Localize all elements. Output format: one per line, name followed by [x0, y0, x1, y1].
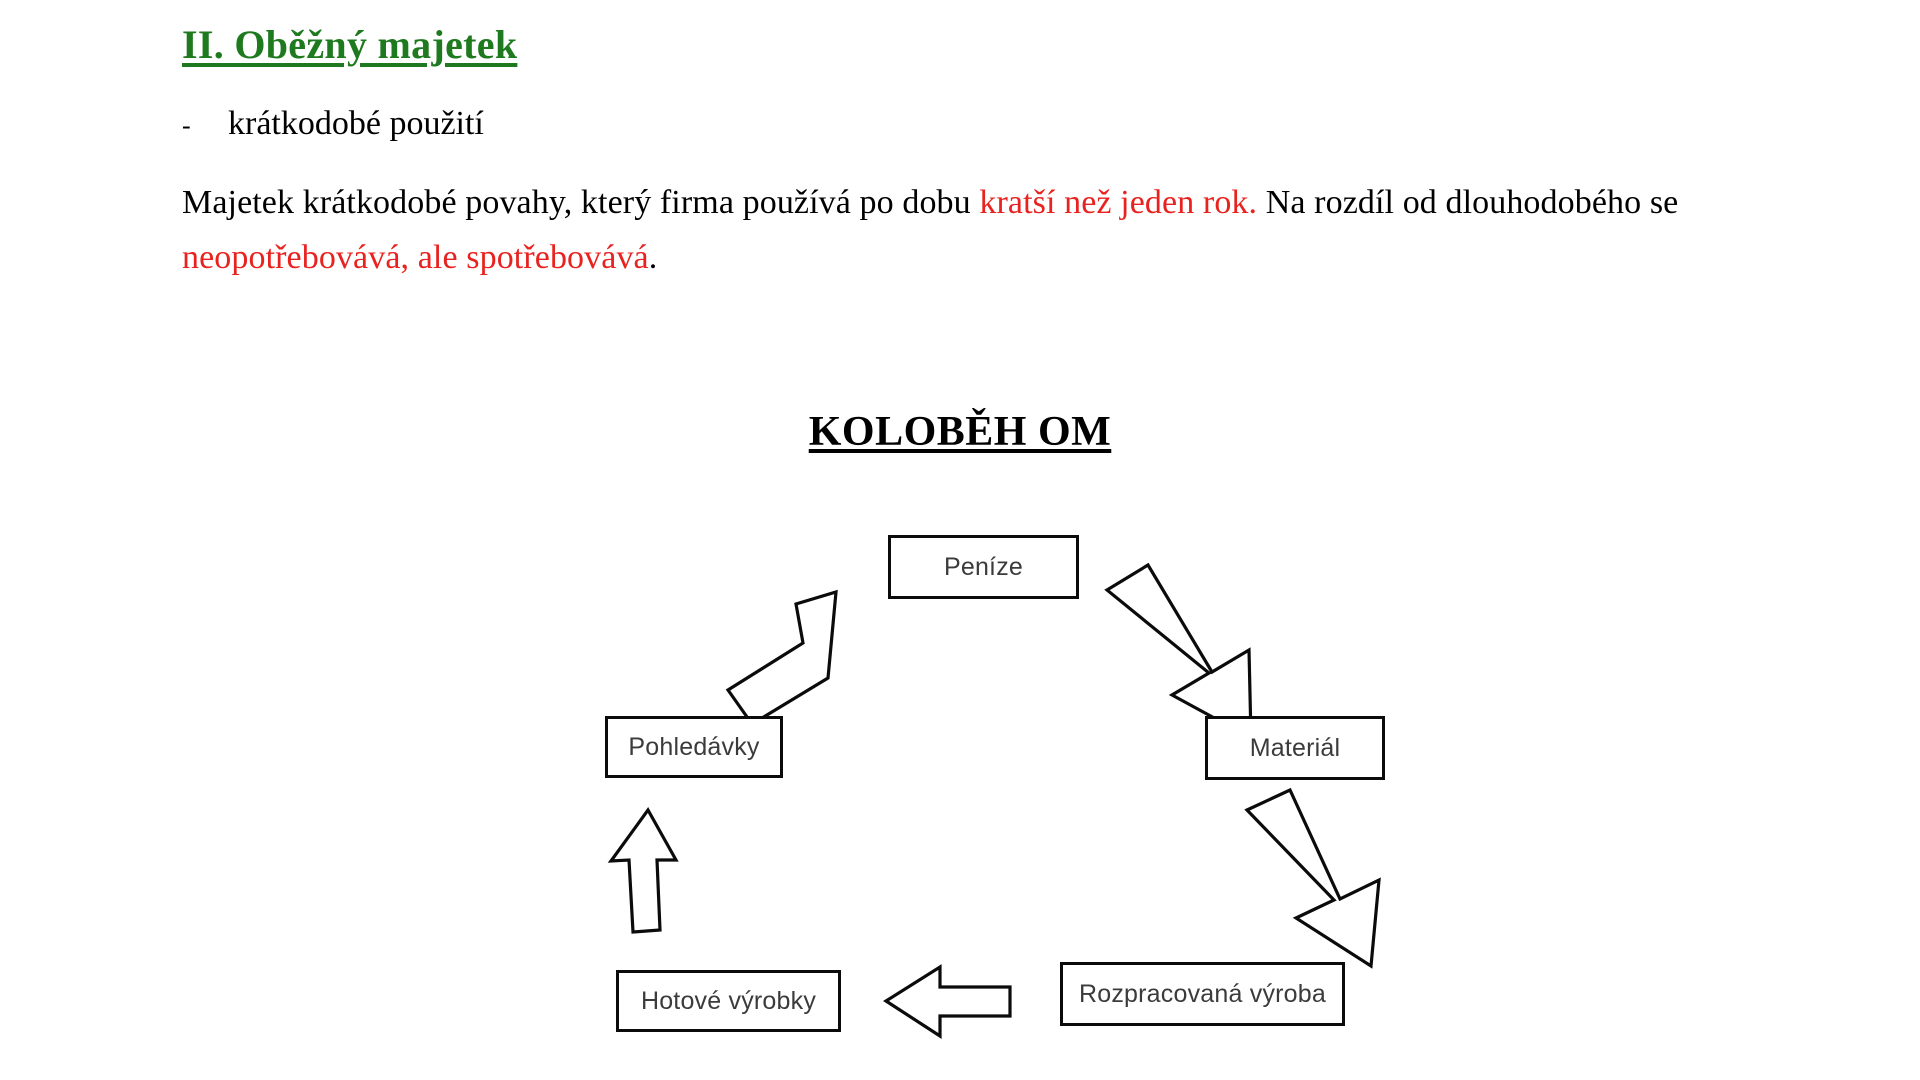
arrow-rozpracovana-to-hotove-icon: [883, 964, 1012, 1039]
paragraph-part-2: Na rozdíl od dlouhodobého se: [1257, 183, 1679, 221]
definition-paragraph: Majetek krátkodobé povahy, který firma p…: [182, 175, 1792, 285]
diagram-node-hotove-vyrobky-label: Hotové výrobky: [640, 986, 817, 1015]
bullet-label: krátkodobé použití: [228, 105, 484, 142]
paragraph-highlight-consumption: neopotřebovává, ale spotřebovává: [182, 238, 649, 276]
diagram-node-rozpracovana-vyroba[interactable]: Rozpracovaná výroba: [1060, 962, 1345, 1026]
diagram-title: KOLOBĚH OM: [808, 409, 1112, 455]
paragraph-highlight-duration: kratší než jeden rok.: [979, 183, 1258, 221]
page-title: II. Oběžný majetek: [182, 22, 518, 67]
diagram-title-row: KOLOBĚH OM: [0, 408, 1920, 456]
diagram-node-penize[interactable]: Peníze: [888, 535, 1079, 599]
diagram-node-material-label: Materiál: [1249, 733, 1341, 762]
arrow-material-to-rozpracovana-icon: [1244, 787, 1381, 969]
paragraph-part-3: .: [648, 238, 658, 276]
diagram-node-rozpracovana-vyroba-label: Rozpracovaná výroba: [1079, 979, 1326, 1008]
diagram-node-pohledavky-label: Pohledávky: [628, 732, 760, 761]
diagram-node-material[interactable]: Materiál: [1205, 716, 1385, 780]
arrow-hotove-to-pohledavky-icon: [607, 807, 679, 934]
page-title-row: II. Oběžný majetek: [182, 20, 1802, 70]
bullet-marker: -: [182, 111, 191, 140]
arrow-penize-to-material-icon: [1104, 562, 1253, 741]
arrow-pohledavky-to-penize-icon: [725, 589, 838, 727]
slide-text-block: II. Oběžný majetek - krátkodobé použití …: [182, 20, 1802, 285]
bullet-item-short-term-use: - krátkodobé použití: [182, 104, 1802, 145]
diagram-node-hotove-vyrobky[interactable]: Hotové výrobky: [616, 970, 841, 1032]
diagram-node-penize-label: Peníze: [943, 552, 1024, 581]
diagram-node-pohledavky[interactable]: Pohledávky: [605, 716, 783, 778]
paragraph-part-1: Majetek krátkodobé povahy, který firma p…: [182, 183, 980, 221]
